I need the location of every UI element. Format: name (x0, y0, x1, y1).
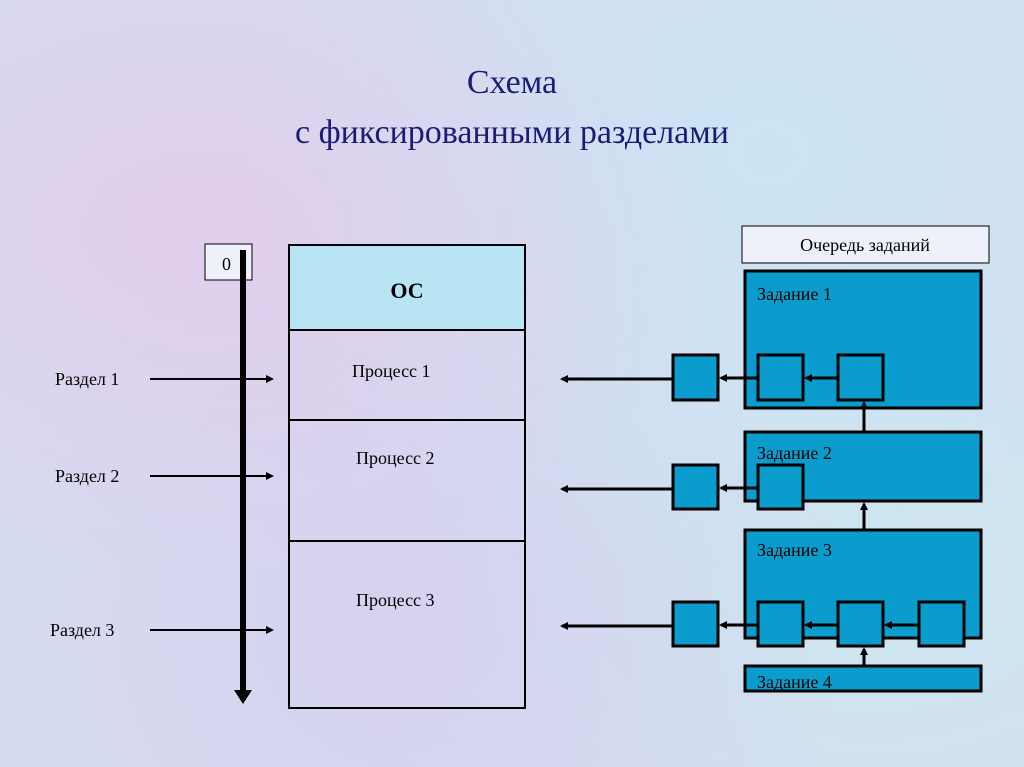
job-2-part (756, 463, 805, 511)
job-4-label: Задание 4 (757, 672, 832, 692)
job-3-label: Задание 3 (757, 540, 832, 560)
memory-partition-3 (288, 540, 526, 709)
queue-header-box (741, 225, 990, 264)
title-line-2: с фиксированными разделами (295, 114, 729, 151)
memory-os (288, 244, 526, 331)
process-3-label: Процесс 3 (356, 590, 435, 610)
process-2-label: Процесс 2 (356, 448, 435, 468)
job-3-part (836, 600, 885, 648)
queue-header: Очередь заданий (800, 235, 930, 255)
queue-slot-2 (671, 463, 720, 511)
partition-3-label: Раздел 3 (50, 620, 114, 640)
job-1-part (836, 353, 885, 402)
process-1-label: Процесс 1 (352, 361, 431, 381)
partition-2-label: Раздел 2 (55, 466, 119, 486)
job-3-part (756, 600, 805, 648)
title-line-1: Схема (466, 64, 558, 101)
queue-slot-1 (671, 353, 720, 402)
job-1-part (756, 353, 805, 402)
partition-1-label: Раздел 1 (55, 369, 119, 389)
address-zero-label: 0 (222, 254, 231, 274)
queue-slot-3 (671, 600, 720, 648)
os-label: ОС (390, 278, 423, 303)
memory-partition-2 (288, 419, 526, 542)
job-1-label: Задание 1 (757, 284, 832, 304)
job-3-part (917, 600, 966, 648)
job-2-label: Задание 2 (757, 443, 832, 463)
